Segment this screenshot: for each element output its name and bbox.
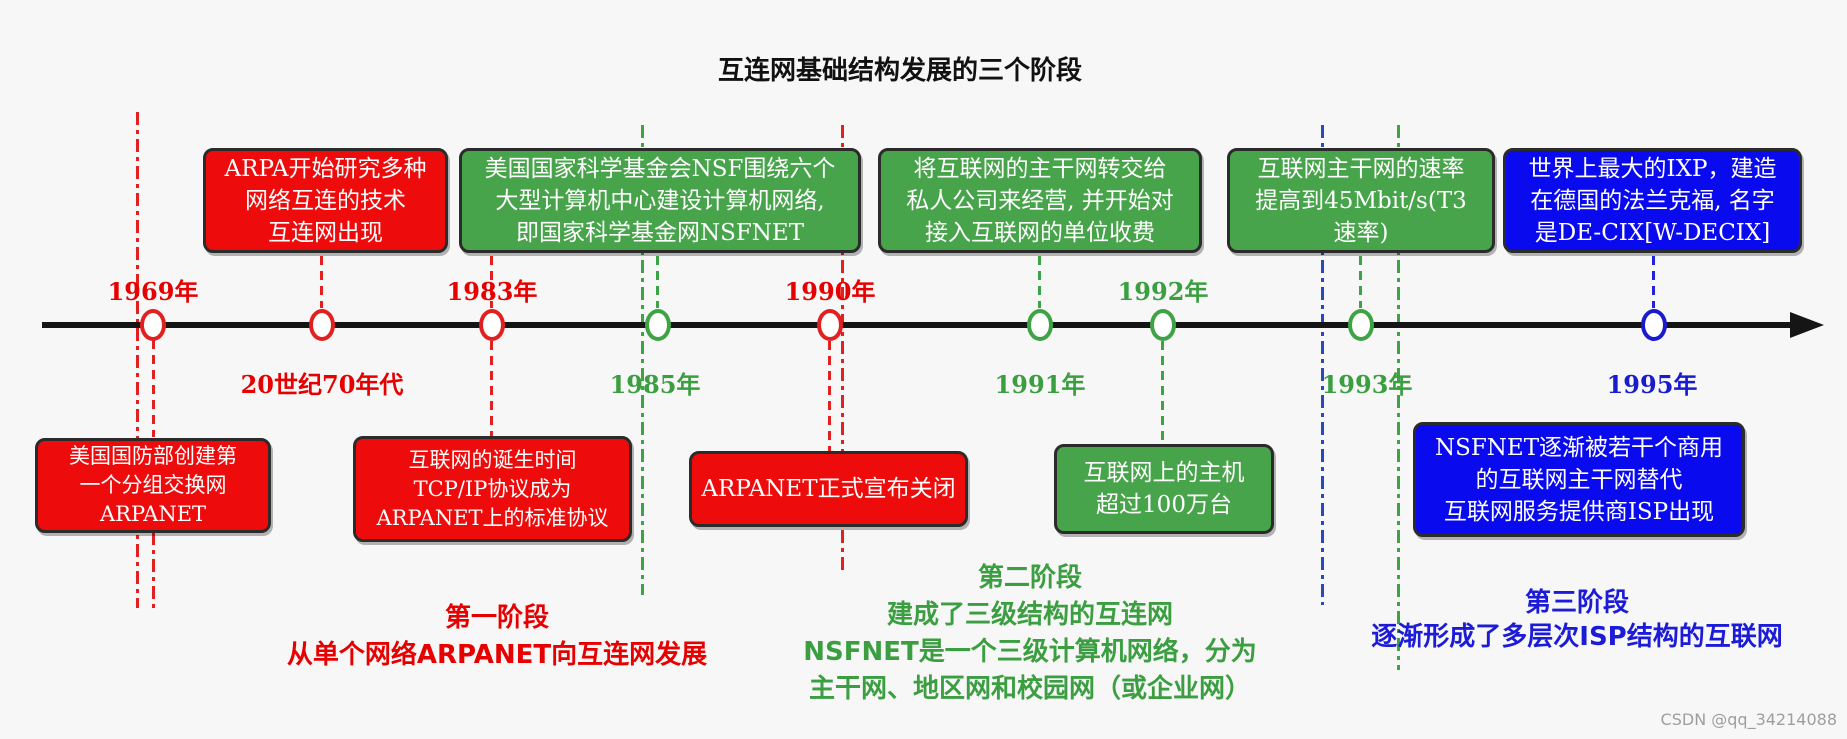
box-text-line: TCP/IP协议成为 <box>413 476 572 501</box>
stage-label-3: 第三阶段 逐渐形成了多层次ISP结构的互联网 <box>1371 586 1782 654</box>
box-text-line: 在德国的法兰克福, 名字 <box>1530 187 1775 214</box>
box-text-line: 互联网上的主机 <box>1083 460 1245 486</box>
stage-text-line: 第三阶段 <box>1524 588 1629 618</box>
event-box-arpa-research: ARPA开始研究多种 网络互连的技术 互连网出现 <box>203 148 448 253</box>
timeline-arrowhead-icon <box>1790 312 1824 338</box>
event-box-nsfnet-build: 美国国家科学基金会NSF围绕六个 大型计算机中心建设计算机网络, 即国家科学基金… <box>459 148 861 253</box>
event-box-backbone-private: 将互联网的主干网转交给 私人公司来经营, 并开始对 接入互联网的单位收费 <box>878 148 1202 253</box>
timeline-node-1985 <box>645 309 671 341</box>
box-text-line: 世界上最大的IXP，建造 <box>1528 155 1777 182</box>
stage-text-line: 从单个网络ARPANET向互连网发展 <box>286 640 708 670</box>
divider-line-1985-green <box>641 125 644 595</box>
event-box-million-hosts: 互联网上的主机 超过100万台 <box>1054 444 1274 534</box>
connector-1983-to-box <box>490 341 493 436</box>
connector-box-to-1985 <box>656 256 659 308</box>
box-text-line: NSFNET逐渐被若干个商用 <box>1434 434 1724 461</box>
event-box-largest-ixp: 世界上最大的IXP，建造 在德国的法兰克福, 名字 是DE-CIX[W-DECI… <box>1503 148 1802 253</box>
event-box-arpanet-closed: ARPANET正式宣布关闭 <box>689 451 968 527</box>
box-text-line: ARPANET正式宣布关闭 <box>701 476 956 502</box>
box-text-line: 超过100万台 <box>1096 492 1232 518</box>
timeline-node-1995 <box>1641 309 1667 341</box>
connector-box-to-1995 <box>1652 256 1655 308</box>
year-label-1990: 1990年 <box>784 277 876 306</box>
stage-label-2: 第二阶段 建成了三级结构的互连网 NSFNET是一个三级计算机网络，分为 主干网… <box>803 560 1257 708</box>
year-label-1970s: 20世纪70年代 <box>240 370 404 399</box>
stage-text-line: 逐渐形成了多层次ISP结构的互联网 <box>1371 622 1783 652</box>
year-label-1985: 1985年 <box>609 370 701 399</box>
stage-text-line: 主干网、地区网和校园网（或企业网） <box>808 674 1252 704</box>
divider-line-1969-red <box>136 112 139 608</box>
connector-1992-to-box <box>1161 341 1164 444</box>
timeline-node-1990 <box>817 309 843 341</box>
box-text-line: 互联网服务提供商ISP出现 <box>1443 498 1715 525</box>
event-box-isp-appears: NSFNET逐渐被若干个商用 的互联网主干网替代 互联网服务提供商ISP出现 <box>1413 422 1745 537</box>
stage-text-line: 第二阶段 <box>977 563 1083 593</box>
connector-box-to-1993 <box>1359 256 1362 308</box>
box-text-line: 接入互联网的单位收费 <box>925 219 1155 246</box>
box-text-line: 即国家科学基金网NSFNET <box>515 219 805 246</box>
stage-text-line: 建成了三级结构的互连网 <box>886 600 1174 630</box>
year-label-1993: 1993年 <box>1321 370 1413 399</box>
box-text-line: 一个分组交换网 <box>79 473 227 497</box>
box-text-line: 互联网的诞生时间 <box>408 447 577 472</box>
event-box-tcpip-standard: 互联网的诞生时间 TCP/IP协议成为 ARPANET上的标准协议 <box>353 436 632 542</box>
timeline-node-1983 <box>479 309 505 341</box>
event-box-backbone-speed: 互联网主干网的速率 提高到45Mbit/s(T3 速率) <box>1227 148 1495 253</box>
year-label-1992: 1992年 <box>1117 277 1209 306</box>
timeline-node-1970s <box>309 309 335 341</box>
watermark: CSDN @qq_34214088 <box>1660 710 1837 729</box>
connector-above-1983 <box>490 256 493 308</box>
box-text-line: 美国国家科学基金会NSF围绕六个 <box>484 155 836 182</box>
box-text-line: 互连网出现 <box>268 219 383 246</box>
year-label-1969: 1969年 <box>107 277 199 306</box>
timeline-node-1992 <box>1150 309 1176 341</box>
box-text-line: 提高到45Mbit/s(T3 <box>1255 187 1467 214</box>
divider-line-1990-red <box>841 125 844 570</box>
box-text-line: 美国国防部创建第 <box>69 444 237 468</box>
year-label-1991: 1991年 <box>994 370 1086 399</box>
box-text-line: ARPANET上的标准协议 <box>376 505 609 530</box>
divider-line-1993-green <box>1397 125 1400 670</box>
stage-text-line: NSFNET是一个三级计算机网络，分为 <box>803 637 1257 667</box>
box-text-line: 网络互连的技术 <box>245 187 406 214</box>
box-text-line: 速率) <box>1333 219 1389 246</box>
box-text-line: 的互联网主干网替代 <box>1475 466 1683 493</box>
year-label-1995: 1995年 <box>1606 370 1698 399</box>
box-text-line: 互联网主干网的速率 <box>1257 155 1465 182</box>
box-text-line: 将互联网的主干网转交给 <box>913 155 1167 182</box>
stage-text-line: 第一阶段 <box>444 603 550 633</box>
connector-1990-to-box <box>828 341 831 451</box>
timeline-node-1991 <box>1027 309 1053 341</box>
timeline-node-1993 <box>1348 309 1374 341</box>
timeline-axis <box>42 322 1798 328</box>
connector-box-to-1991 <box>1038 256 1041 308</box>
stage-label-1: 第一阶段 从单个网络ARPANET向互连网发展 <box>287 600 707 674</box>
event-box-arpanet-created: 美国国防部创建第 一个分组交换网 ARPANET <box>35 438 271 533</box>
year-label-1983: 1983年 <box>446 277 538 306</box>
box-text-line: 私人公司来经营, 并开始对 <box>906 187 1174 214</box>
timeline-node-1969 <box>140 309 166 341</box>
connector-1969-to-box <box>152 340 155 437</box>
connector-box-to-1970s <box>320 256 323 308</box>
box-text-line: 大型计算机中心建设计算机网络, <box>495 187 825 214</box>
box-text-line: ARPA开始研究多种 <box>224 155 427 182</box>
page-title: 互连网基础结构发展的三个阶段 <box>717 56 1083 86</box>
box-text-line: 是DE-CIX[W-DECIX] <box>1534 219 1771 246</box>
divider-line-1969b-red <box>152 532 155 608</box>
divider-line-1993-blue <box>1321 125 1324 605</box>
box-text-line: ARPANET <box>99 502 207 526</box>
